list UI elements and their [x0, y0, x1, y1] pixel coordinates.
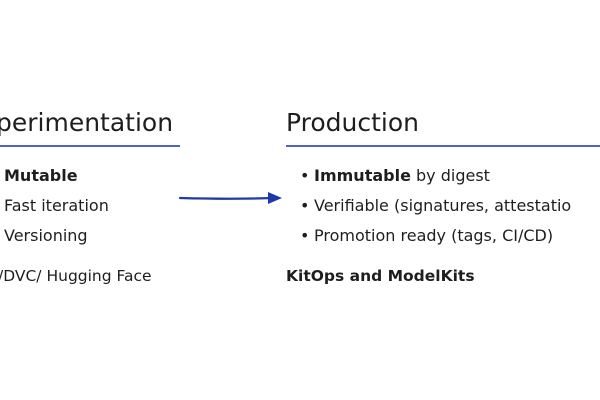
- experimentation-item-versioning: Versioning: [4, 226, 88, 245]
- arrow-icon: [178, 192, 282, 204]
- bullet-icon: •: [300, 196, 310, 215]
- experimentation-underline: [0, 145, 180, 147]
- production-tools: KitOps and ModelKits: [286, 267, 475, 285]
- production-item-promotion-text: Promotion ready (tags, CI/CD): [314, 226, 554, 245]
- production-item-immutable: •Immutable by digest: [300, 168, 490, 184]
- production-heading: Production: [286, 108, 420, 137]
- experimentation-heading: perimentation: [0, 108, 174, 137]
- experimentation-item-fast-iteration: Fast iteration: [4, 196, 109, 215]
- bullet-icon: •: [300, 226, 310, 245]
- experimentation-tools: /DVC/ Hugging Face: [0, 267, 152, 285]
- production-item-immutable-bold: Immutable: [314, 166, 411, 185]
- production-underline: [286, 145, 600, 147]
- production-item-verifiable-text: Verifiable (signatures, attestatio: [314, 196, 572, 215]
- experimentation-item-mutable: Mutable: [4, 166, 78, 185]
- production-item-immutable-rest: by digest: [410, 166, 490, 185]
- production-item-verifiable: •Verifiable (signatures, attestatio: [300, 198, 571, 214]
- production-item-promotion: •Promotion ready (tags, CI/CD): [300, 228, 553, 244]
- bullet-icon: •: [300, 166, 310, 185]
